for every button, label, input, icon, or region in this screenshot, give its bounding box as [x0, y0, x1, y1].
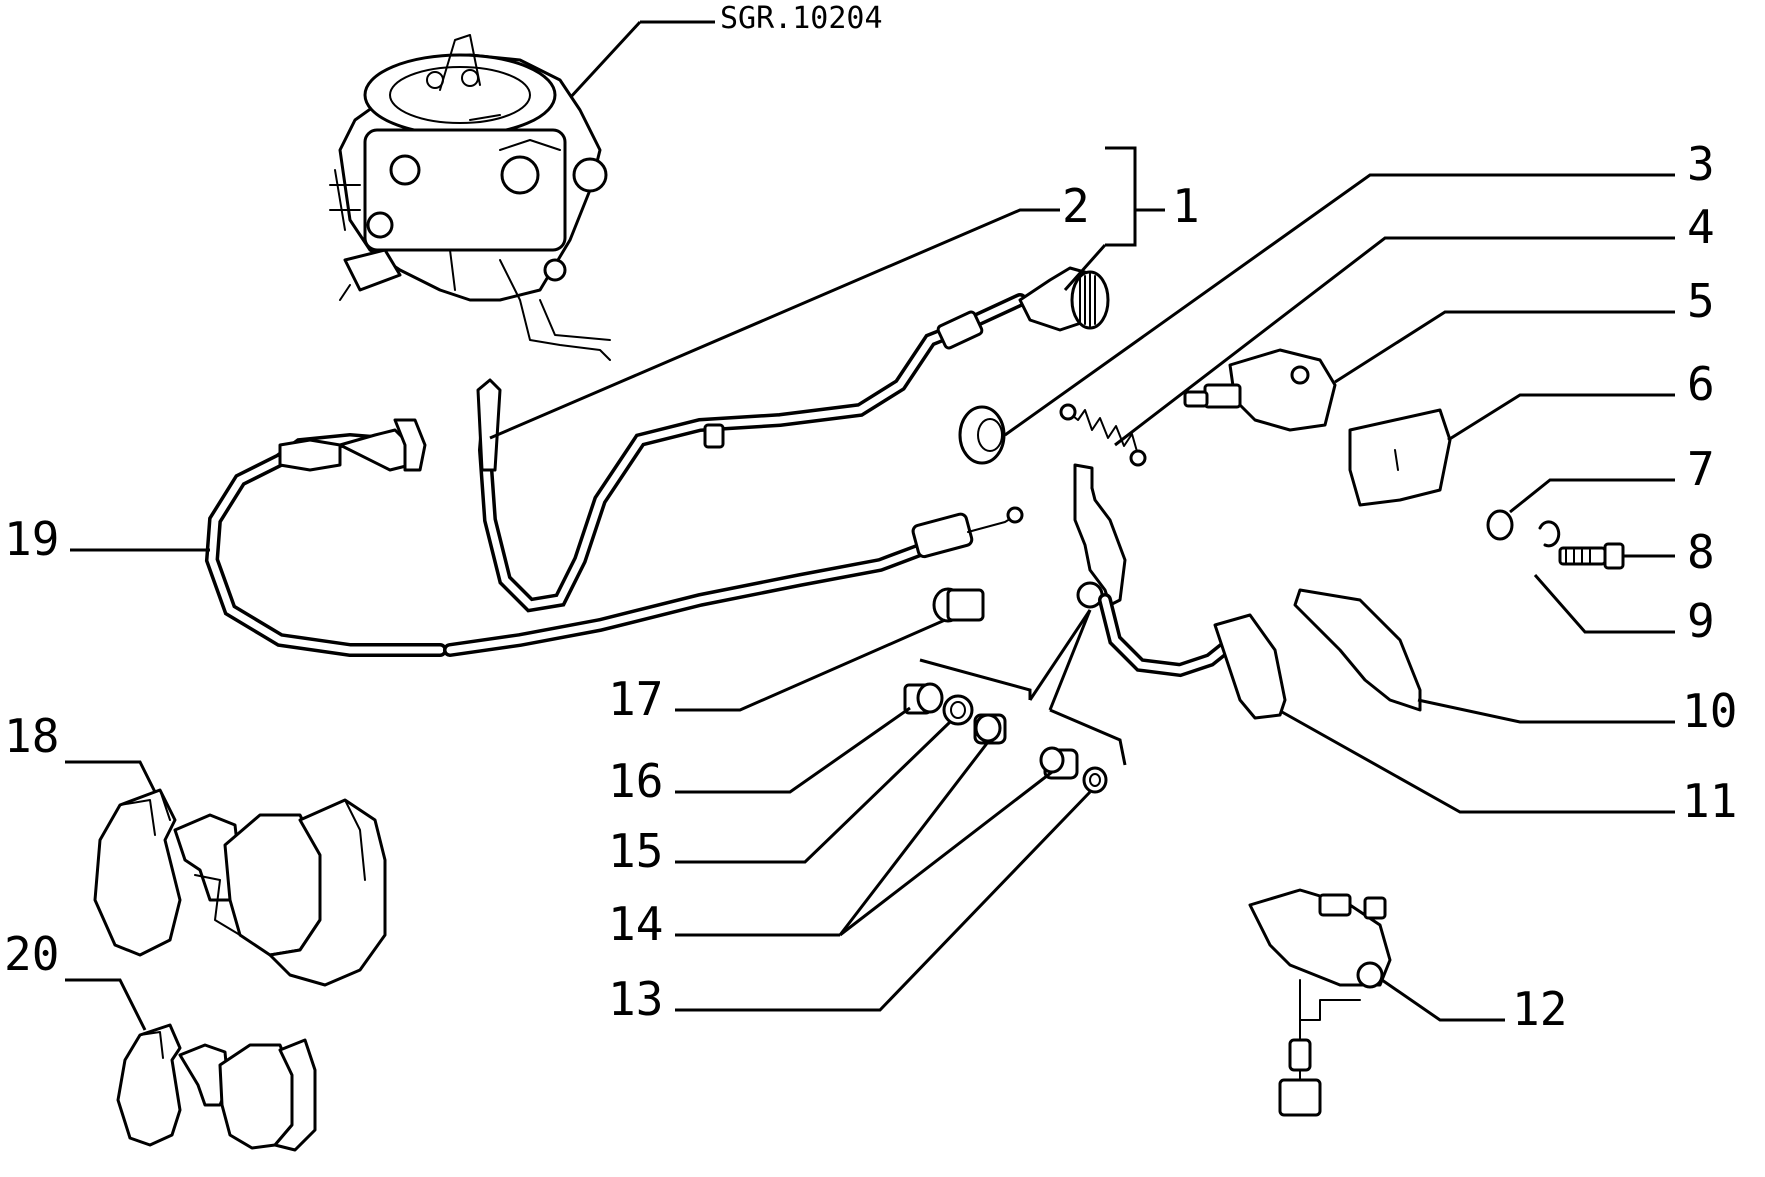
callout-13: 13: [608, 972, 663, 1026]
choke-cable: [204, 418, 1024, 657]
washer: [1486, 509, 1514, 541]
callout-5: 5: [1687, 274, 1715, 328]
callout-1: 1: [1172, 179, 1200, 233]
callout-18: 18: [4, 709, 59, 763]
callout-2: 2: [1062, 179, 1090, 233]
callout-19: 19: [4, 512, 59, 566]
bush-assembly: [903, 682, 1108, 794]
hose-clip-small: [116, 1023, 317, 1152]
drawing-reference: SGR.10204: [720, 1, 883, 36]
return-spring: [1059, 403, 1147, 467]
callout-4: 4: [1687, 200, 1715, 254]
accelerator-cable: [476, 266, 1110, 613]
callout-20: 20: [4, 927, 59, 981]
pedal-stop-bush: [932, 587, 985, 623]
callout-16: 16: [608, 754, 663, 808]
callout-12: 12: [1512, 982, 1567, 1036]
accelerator-pedal: [1073, 463, 1287, 720]
callout-6: 6: [1687, 357, 1715, 411]
callout-11: 11: [1682, 774, 1737, 828]
stop-light-switch: [1183, 348, 1337, 432]
callout-17: 17: [608, 672, 663, 726]
callout-8: 8: [1687, 525, 1715, 579]
leader-lines: [65, 146, 1675, 1031]
callout-14: 14: [608, 897, 663, 951]
callout-7: 7: [1687, 442, 1715, 496]
callout-10: 10: [1682, 684, 1737, 738]
grommet: [958, 405, 1006, 465]
pedal-pad: [1293, 588, 1422, 712]
callout-15: 15: [608, 824, 663, 878]
callout-9: 9: [1687, 594, 1715, 648]
callout-3: 3: [1687, 137, 1715, 191]
pedal-plate: [1348, 408, 1452, 507]
circlip: [1538, 520, 1561, 548]
pedal-position-sensor: [1248, 888, 1392, 1117]
hose-clip-large: [93, 788, 387, 987]
bolt: [1558, 542, 1625, 570]
carburettor-assembly: [329, 34, 611, 361]
